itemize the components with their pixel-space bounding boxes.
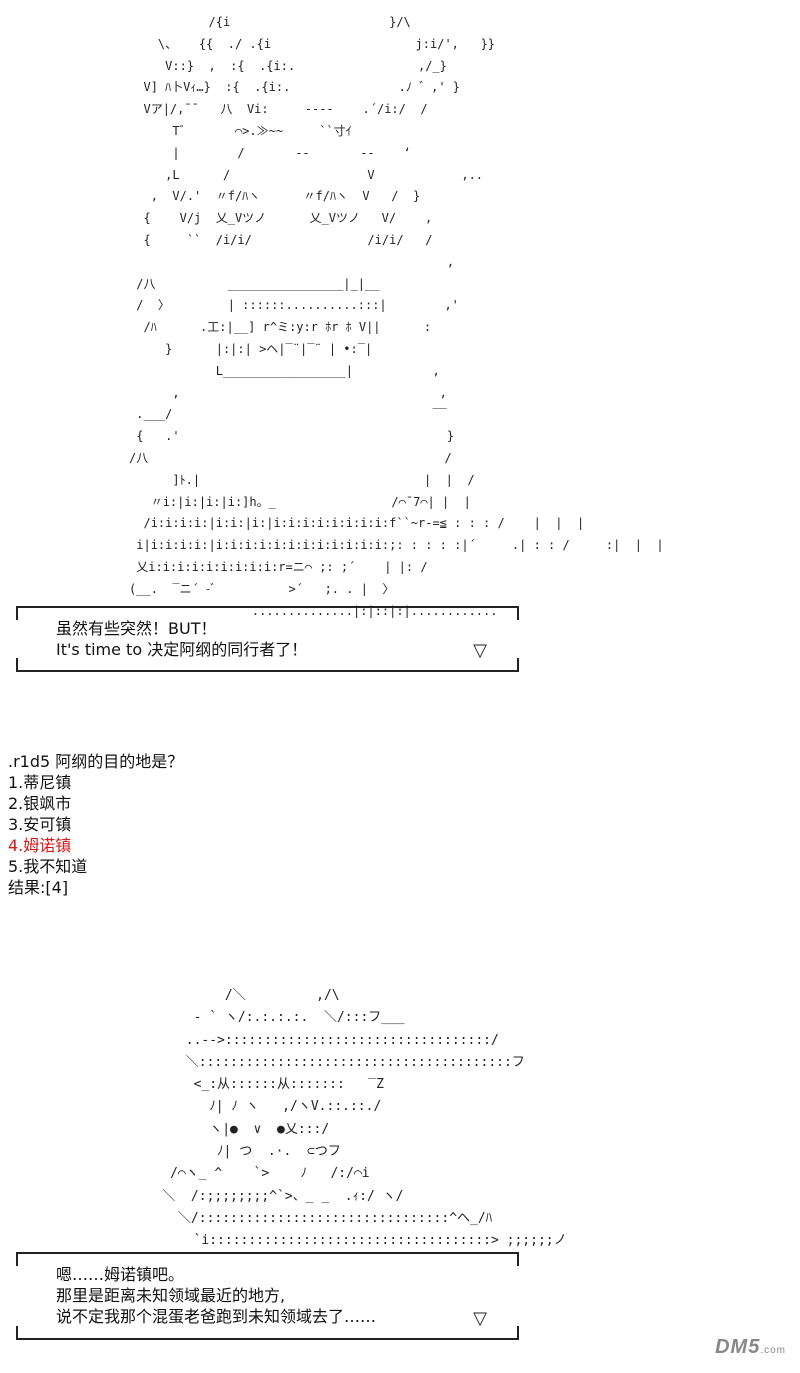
dice-option: 2.银飒市 — [8, 794, 72, 813]
continue-arrow-icon[interactable]: ▽ — [473, 640, 487, 661]
site-watermark: DM5.com — [715, 1336, 786, 1359]
dice-result: 结果:[4] — [8, 878, 69, 897]
dialog-line: It's time to 决定阿纲的同行者了！ — [56, 640, 308, 659]
dice-roll-result: .r1d5 阿纲的目的地是？ 1.蒂尼镇 2.银飒市 3.安可镇 4.姆诺镇 5… — [8, 751, 183, 898]
dice-option-selected: 4.姆诺镇 — [8, 836, 72, 855]
dialog-line: 说不定我那个混蛋老爸跑到未知领域去了…… — [56, 1307, 377, 1326]
watermark-suffix: .com — [760, 1345, 786, 1356]
dialog-line: 虽然有些突然！BUT！ — [56, 619, 217, 638]
continue-arrow-icon[interactable]: ▽ — [473, 1308, 487, 1329]
dialog-box-1: 虽然有些突然！BUT！ It's time to 决定阿纲的同行者了！ ▽ — [16, 606, 519, 672]
ascii-art-rabbit-character: /{i }/\ \、 {{ ./ .{i j:i/', }} V::} , :{… — [129, 15, 664, 618]
dice-option: 5.我不知道 — [8, 857, 88, 876]
watermark-brand: DM5 — [715, 1336, 761, 1358]
dice-option: 3.安可镇 — [8, 815, 72, 834]
dialog-line: 嗯……姆诺镇吧。 — [56, 1265, 185, 1284]
dice-option: 1.蒂尼镇 — [8, 773, 72, 792]
dice-question: .r1d5 阿纲的目的地是？ — [8, 752, 184, 771]
ascii-art-spiky-hair-character: /＼ ,/\ - ` ヽ/:.:.:.:. ＼/:::フ___ ..-->:::… — [162, 988, 567, 1249]
dialog-line: 那里是距离未知领域最近的地方, — [56, 1286, 286, 1305]
dialog-box-2: 嗯……姆诺镇吧。 那里是距离未知领域最近的地方, 说不定我那个混蛋老爸跑到未知领… — [16, 1252, 519, 1340]
